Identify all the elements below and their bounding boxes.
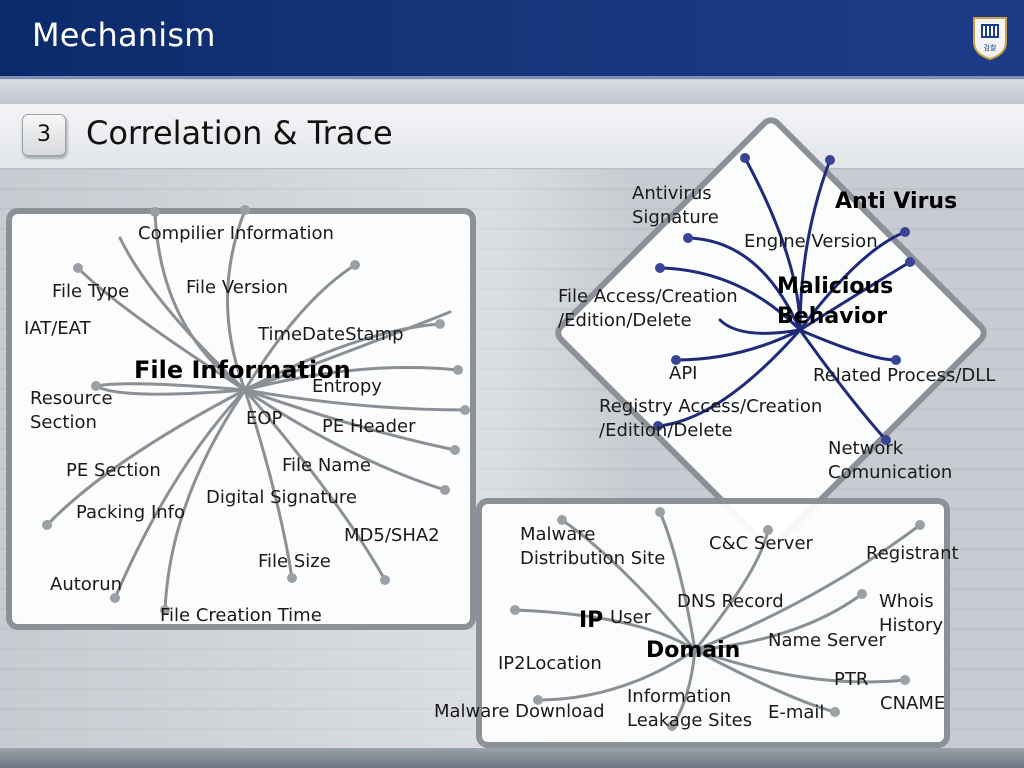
header-band [0,80,1024,104]
ip-hub: IP [579,608,604,633]
section-number-badge: 3 [22,114,66,156]
file-information-hub: File Information [134,356,351,384]
label-engine-version: Engine Version [744,231,878,252]
label-related-process-dll: Related Process/DLL [813,365,996,386]
label-whois-history: Whois History [879,591,944,636]
label-information-leakage-sites: Information Leakage Sites [627,686,753,731]
section-title: Correlation & Trace [86,114,393,152]
label-iat-eat: IAT/EAT [24,318,91,339]
anti-virus-hub: Anti Virus [835,189,958,214]
page-title: Mechanism [32,16,216,54]
header-bar: Mechanism 검찰 [0,0,1024,79]
label-file-version: File Version [186,277,289,298]
label-ptr: PTR [834,669,869,690]
svg-text:검찰: 검찰 [984,43,997,52]
label-resource-section: Resource Section [30,388,113,433]
malicious-behavior-hub: Malicious Behavior [777,274,894,329]
label-api: API [669,363,698,384]
label-file-access: File Access/Creation /Edition/Delete [558,286,738,331]
label-file-name: File Name [282,455,371,476]
label-autorun: Autorun [50,574,123,595]
label-packing-info: Packing Info [76,502,186,523]
label-file-size: File Size [258,551,331,572]
label-compiler-information: Compilier Information [138,223,334,244]
label-cc-server: C&C Server [709,533,813,554]
label-digital-signature: Digital Signature [206,487,357,508]
label-dns-record: DNS Record [677,591,784,612]
label-cname: CNAME [880,693,946,714]
label-ip2location: IP2Location [498,653,602,674]
domain-hub: Domain [646,638,741,663]
footer-strip [0,748,1024,768]
label-file-type: File Type [52,281,130,302]
label-file-creation-time: File Creation Time [160,605,322,626]
label-email: E-mail [768,702,825,723]
label-entropy: Entropy [312,376,382,397]
label-pe-section: PE Section [66,460,161,481]
section-bar [0,104,1024,169]
label-eop: EOP [246,408,283,429]
label-malware-download: Malware Download [434,701,605,722]
prosecution-logo-icon: 검찰 [973,17,1007,60]
label-timedatestamp: TimeDateStamp [258,324,404,345]
label-registrant: Registrant [866,543,959,564]
label-md5-sha2: MD5/SHA2 [344,525,440,546]
label-network-communication: Network Comunication [828,438,953,483]
label-user: User [610,607,652,628]
label-antivirus-signature: Antivirus Signature [632,183,719,228]
label-registry-access: Registry Access/Creation /Edition/Delete [599,396,823,441]
label-pe-header: PE Header [322,416,416,437]
label-malware-distribution-site: Malware Distribution Site [520,524,666,569]
label-name-server: Name Server [768,630,886,651]
